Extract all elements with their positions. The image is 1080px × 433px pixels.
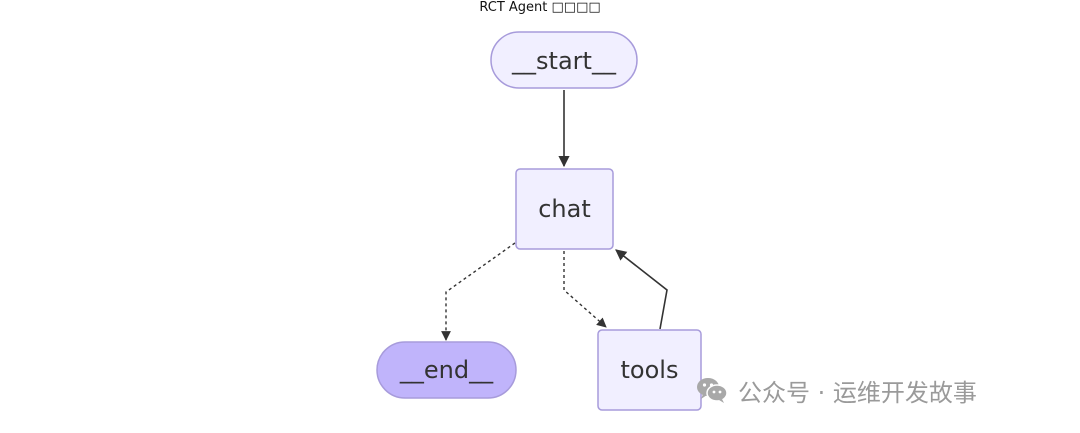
edge-tools-to-chat bbox=[615, 249, 668, 330]
node-end[interactable]: __end__ bbox=[376, 341, 517, 399]
wechat-icon bbox=[694, 372, 730, 408]
edge-chat-to-tools bbox=[563, 251, 607, 328]
diagram-title: RCT Agent □□□□ bbox=[479, 0, 601, 15]
node-start-label: __start__ bbox=[511, 47, 617, 75]
node-end-label: __end__ bbox=[399, 356, 494, 384]
node-tools[interactable]: tools bbox=[597, 329, 702, 411]
watermark-text: 公众号 · 运维开发故事 bbox=[738, 378, 977, 407]
node-tools-label: tools bbox=[621, 356, 679, 384]
watermark: 公众号 · 运维开发故事 bbox=[694, 372, 977, 408]
node-start[interactable]: __start__ bbox=[490, 31, 638, 89]
node-chat[interactable]: chat bbox=[515, 168, 614, 250]
node-chat-label: chat bbox=[538, 195, 591, 223]
edge-chat-to-end bbox=[441, 242, 516, 341]
